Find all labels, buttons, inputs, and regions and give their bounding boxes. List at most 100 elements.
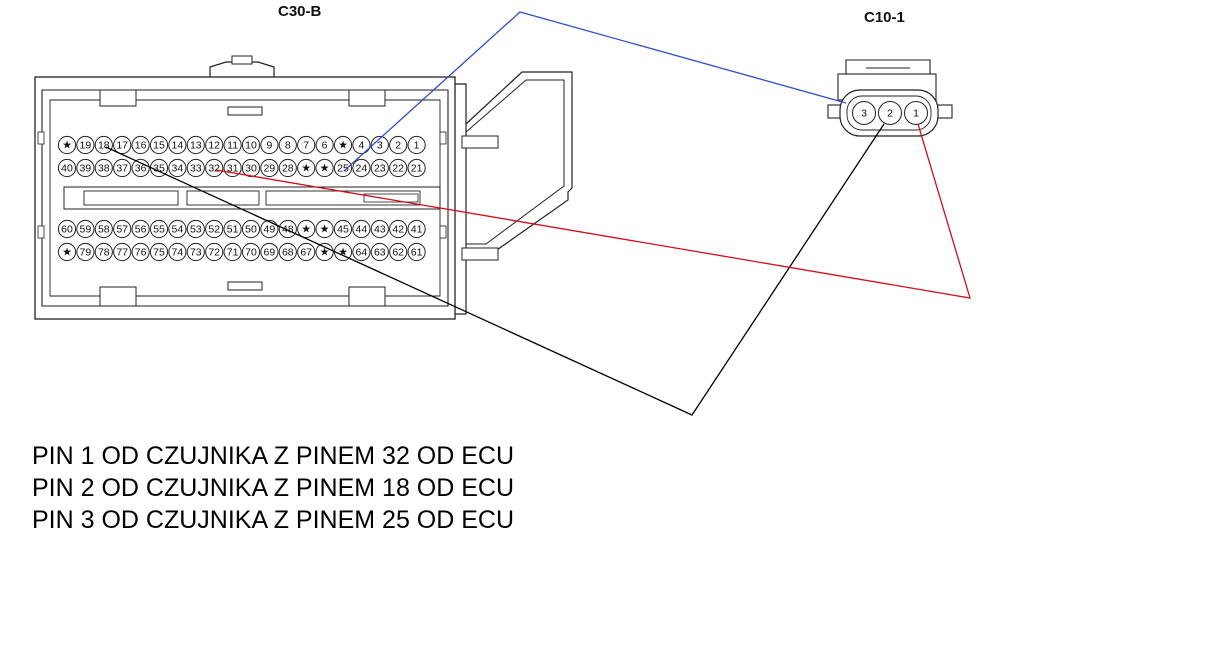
svg-text:35: 35 xyxy=(153,163,165,175)
svg-text:★: ★ xyxy=(338,140,348,152)
svg-text:17: 17 xyxy=(116,140,128,152)
wire-sensor-2-to-ecu-18 xyxy=(105,123,885,416)
svg-text:74: 74 xyxy=(172,247,184,259)
ecu-pin-29: 29 xyxy=(260,158,279,178)
ecu-pin-73: 73 xyxy=(186,242,205,262)
svg-text:19: 19 xyxy=(80,140,92,152)
svg-text:40: 40 xyxy=(61,163,73,175)
ecu-pin-57: 57 xyxy=(113,219,132,239)
ecu-pin-14: 14 xyxy=(168,135,187,155)
svg-text:24: 24 xyxy=(356,163,368,175)
ecu-pin-71: 71 xyxy=(223,242,242,262)
svg-text:37: 37 xyxy=(116,163,128,175)
svg-text:25: 25 xyxy=(337,163,349,175)
svg-text:36: 36 xyxy=(135,163,147,175)
svg-text:9: 9 xyxy=(266,140,272,152)
note-pin-3: PIN 3 OD CZUJNIKA Z PINEM 25 OD ECU xyxy=(32,506,515,534)
ecu-pin-7: 7 xyxy=(297,135,316,155)
ecu-pin-17: 17 xyxy=(113,135,132,155)
ecu-pin-37: 37 xyxy=(113,158,132,178)
ecu-pin-75: 75 xyxy=(149,242,169,262)
ecu-pin-11: 11 xyxy=(223,135,242,155)
svg-text:3: 3 xyxy=(861,108,867,120)
svg-text:★: ★ xyxy=(301,163,311,175)
svg-text:2: 2 xyxy=(887,108,893,120)
ecu-pin-36: 36 xyxy=(131,158,150,178)
ecu-pin-63: 63 xyxy=(370,242,389,262)
ecu-pin-62: 62 xyxy=(389,242,408,262)
svg-text:1: 1 xyxy=(913,108,919,120)
ecu-pin-51: 51 xyxy=(223,219,242,239)
wire-sensor-3-to-ecu-25 xyxy=(344,11,847,171)
svg-text:50: 50 xyxy=(245,224,257,236)
svg-text:★: ★ xyxy=(320,163,330,175)
svg-text:18: 18 xyxy=(98,140,110,152)
ecu-pin-72: 72 xyxy=(205,242,224,262)
svg-text:45: 45 xyxy=(337,224,349,236)
svg-text:59: 59 xyxy=(80,224,92,236)
svg-text:60: 60 xyxy=(61,224,73,236)
ecu-pin-70: 70 xyxy=(241,242,261,262)
svg-text:57: 57 xyxy=(116,224,128,236)
svg-text:72: 72 xyxy=(208,247,220,259)
svg-text:28: 28 xyxy=(282,163,294,175)
ecu-pin-79: 79 xyxy=(76,242,95,262)
ecu-pin-22: 22 xyxy=(389,158,408,178)
svg-text:71: 71 xyxy=(227,247,239,259)
connection-notes: PIN 1 OD CZUJNIKA Z PINEM 32 OD ECU PIN … xyxy=(32,440,514,536)
ecu-pin-60: 60 xyxy=(57,219,77,239)
ecu-pin-41: 41 xyxy=(407,219,426,239)
wire-sensor-1-to-ecu-32 xyxy=(216,123,971,299)
ecu-pin-8: 8 xyxy=(278,135,297,155)
svg-text:13: 13 xyxy=(190,140,202,152)
ecu-pin-54: 54 xyxy=(168,219,187,239)
ecu-pin-25: 25 xyxy=(333,158,353,178)
svg-text:22: 22 xyxy=(392,163,404,175)
ecu-pin-58: 58 xyxy=(94,219,113,239)
svg-text:41: 41 xyxy=(411,224,423,236)
svg-text:54: 54 xyxy=(172,224,184,236)
svg-text:70: 70 xyxy=(245,247,257,259)
svg-text:12: 12 xyxy=(208,140,220,152)
ecu-pin-unused: ★ xyxy=(315,158,334,178)
svg-text:53: 53 xyxy=(190,224,202,236)
ecu-pin-59: 59 xyxy=(76,219,95,239)
svg-text:68: 68 xyxy=(282,247,294,259)
ecu-pin-56: 56 xyxy=(131,219,150,239)
svg-text:★: ★ xyxy=(320,247,330,259)
sensor-pin-set: 3 2 1 xyxy=(852,101,928,125)
svg-text:★: ★ xyxy=(62,247,72,259)
ecu-pin-39: 39 xyxy=(76,158,95,178)
svg-text:6: 6 xyxy=(322,140,328,152)
ecu-pin-64: 64 xyxy=(352,242,371,262)
svg-text:38: 38 xyxy=(98,163,110,175)
svg-text:76: 76 xyxy=(135,247,147,259)
ecu-pin-28: 28 xyxy=(278,158,297,178)
ecu-pin-78: 78 xyxy=(94,242,113,262)
svg-text:56: 56 xyxy=(135,224,147,236)
svg-text:62: 62 xyxy=(392,247,404,259)
ecu-pin-53: 53 xyxy=(186,219,205,239)
ecu-pin-unused: ★ xyxy=(57,135,77,155)
ecu-pin-18: 18 xyxy=(94,135,113,155)
note-pin-2: PIN 2 OD CZUJNIKA Z PINEM 18 OD ECU xyxy=(32,474,515,502)
svg-text:★: ★ xyxy=(320,224,330,236)
svg-text:55: 55 xyxy=(153,224,165,236)
ecu-pin-33: 33 xyxy=(186,158,205,178)
ecu-pin-42: 42 xyxy=(389,219,408,239)
svg-text:67: 67 xyxy=(300,247,312,259)
svg-text:★: ★ xyxy=(62,140,72,152)
ecu-pin-2: 2 xyxy=(389,135,408,155)
ecu-pin-23: 23 xyxy=(370,158,389,178)
ecu-pin-9: 9 xyxy=(260,135,279,155)
svg-text:78: 78 xyxy=(98,247,110,259)
ecu-pin-43: 43 xyxy=(370,219,389,239)
ecu-pin-44: 44 xyxy=(352,219,371,239)
ecu-pin-67: 67 xyxy=(297,242,316,262)
svg-text:8: 8 xyxy=(285,140,291,152)
svg-text:2: 2 xyxy=(395,140,401,152)
ecu-pin-6: 6 xyxy=(315,135,334,155)
ecu-pin-10: 10 xyxy=(241,135,261,155)
ecu-pin-30: 30 xyxy=(241,158,261,178)
